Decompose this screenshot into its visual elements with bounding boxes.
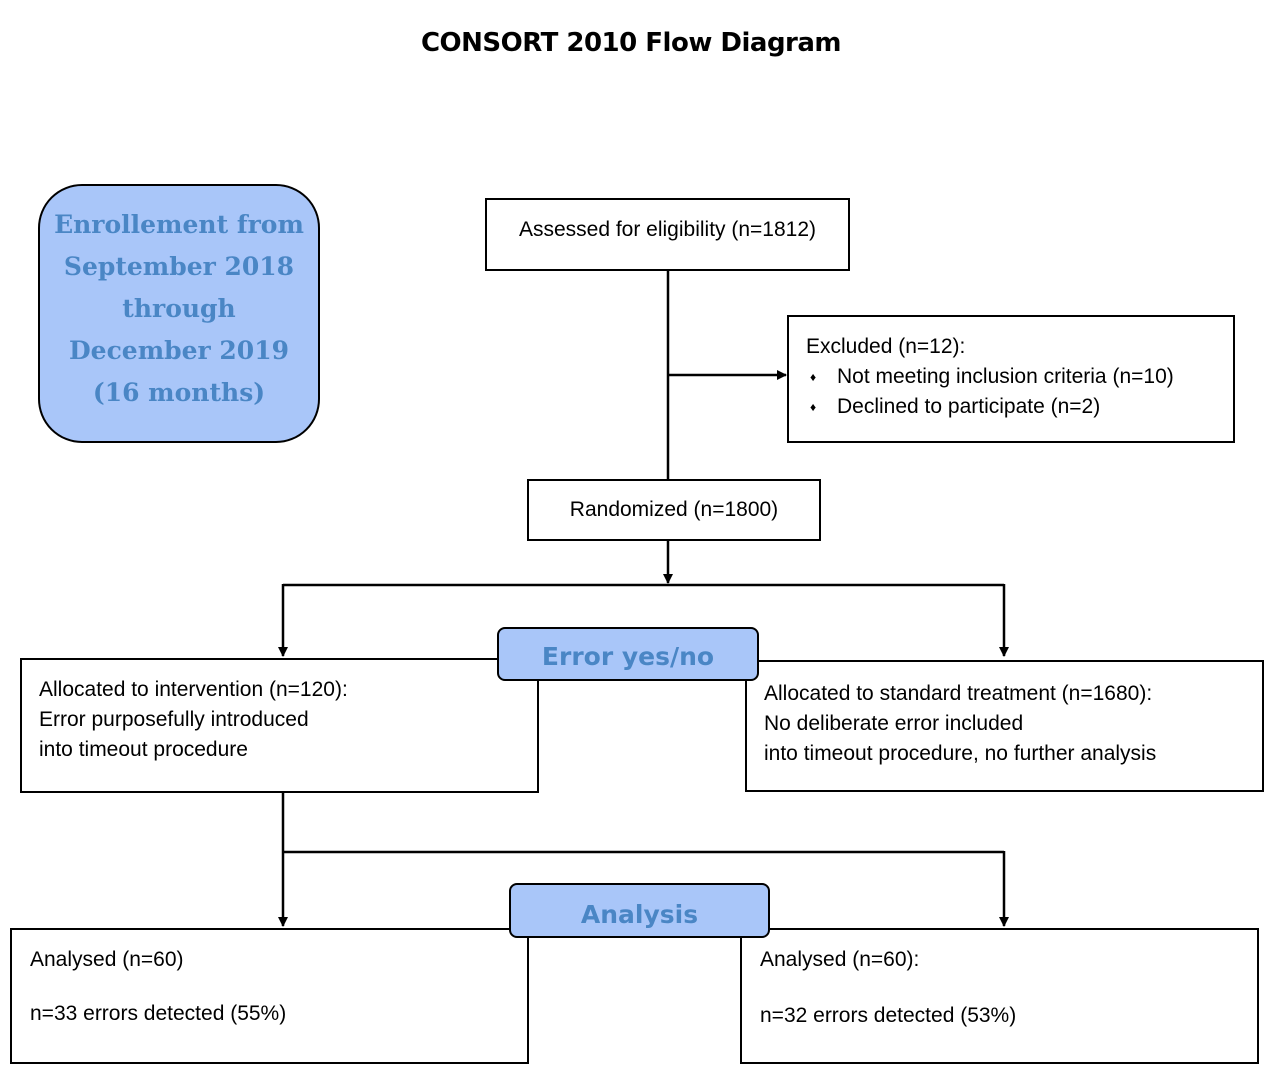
list-item: ♦ Declined to participate (n=2) xyxy=(806,392,1233,422)
diamond-bullet-icon: ♦ xyxy=(810,400,817,414)
assessed-box: Assessed for eligibility (n=1812) xyxy=(485,198,850,271)
excluded-reason: Declined to participate (n=2) xyxy=(837,395,1101,418)
analysis-left-heading: Analysed (n=60) xyxy=(30,948,184,971)
intervention-line: Allocated to intervention (n=120): xyxy=(39,678,348,701)
diagram-title: CONSORT 2010 Flow Diagram xyxy=(420,28,842,58)
allocation-stage-label: Error yes/no xyxy=(497,627,759,681)
randomized-box: Randomized (n=1800) xyxy=(527,479,821,541)
enrollment-period-box: Enrollement from September 2018 through … xyxy=(38,184,320,443)
assessed-label: Assessed for eligibility (n=1812) xyxy=(518,218,817,241)
enrollment-line: through xyxy=(122,294,236,323)
standard-line: No deliberate error included xyxy=(764,712,1024,735)
excluded-reason: Not meeting inclusion criteria (n=10) xyxy=(837,365,1174,388)
diamond-bullet-icon: ♦ xyxy=(810,370,817,384)
enrollment-line: (16 months) xyxy=(92,378,266,407)
analysis-left-result: n=33 errors detected (55%) xyxy=(30,1002,287,1025)
randomized-label: Randomized (n=1800) xyxy=(569,498,779,521)
analysis-right-heading: Analysed (n=60): xyxy=(760,948,920,971)
standard-line: into timeout procedure, no further analy… xyxy=(764,742,1157,765)
standard-line: Allocated to standard treatment (n=1680)… xyxy=(764,682,1153,705)
intervention-line: Error purposefully introduced xyxy=(39,708,309,731)
standard-treatment-box: Allocated to standard treatment (n=1680)… xyxy=(745,660,1264,792)
intervention-box: Allocated to intervention (n=120): Error… xyxy=(20,658,539,793)
analysis-left-box: Analysed (n=60) n=33 errors detected (55… xyxy=(10,928,529,1064)
enrollment-line: December 2019 xyxy=(68,336,289,365)
intervention-line: into timeout procedure xyxy=(39,738,248,761)
analysis-right-box: Analysed (n=60): n=32 errors detected (5… xyxy=(740,928,1259,1064)
allocation-stage-text: Error yes/no xyxy=(541,642,715,671)
enrollment-line: Enrollement from xyxy=(54,210,304,239)
enrollment-line: September 2018 xyxy=(63,252,295,281)
excluded-reasons-list: ♦ Not meeting inclusion criteria (n=10) ♦… xyxy=(806,362,1233,422)
list-item: ♦ Not meeting inclusion criteria (n=10) xyxy=(806,362,1233,392)
analysis-stage-text: Analysis xyxy=(580,900,699,929)
analysis-right-result: n=32 errors detected (53%) xyxy=(760,1004,1017,1027)
analysis-stage-label: Analysis xyxy=(509,883,770,938)
excluded-box: Excluded (n=12): ♦ Not meeting inclusion … xyxy=(787,315,1235,443)
excluded-heading: Excluded (n=12): xyxy=(806,335,966,358)
